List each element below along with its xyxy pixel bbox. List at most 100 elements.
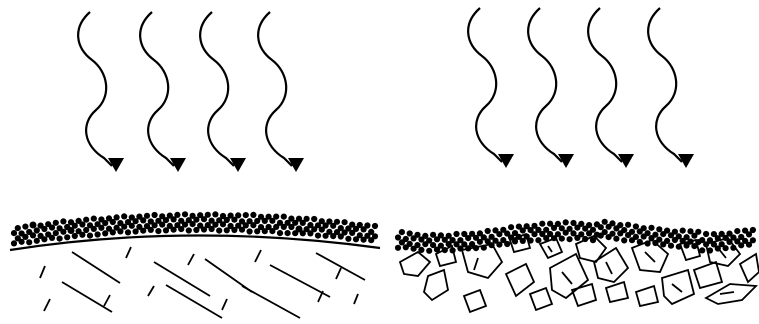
particle bbox=[699, 237, 705, 243]
particle bbox=[738, 234, 744, 240]
particle bbox=[159, 213, 165, 219]
particle bbox=[648, 225, 654, 231]
particle bbox=[26, 229, 32, 235]
particle bbox=[547, 221, 553, 227]
grain-icon bbox=[506, 264, 534, 296]
particle bbox=[228, 213, 234, 219]
particle bbox=[357, 222, 363, 228]
particle bbox=[258, 224, 264, 230]
particle bbox=[243, 212, 249, 218]
particle bbox=[617, 222, 623, 228]
particle bbox=[430, 232, 436, 238]
particle bbox=[319, 218, 325, 224]
particle bbox=[426, 248, 432, 254]
right-radiation-arrows bbox=[468, 8, 694, 168]
particle bbox=[613, 236, 619, 242]
particle bbox=[403, 236, 409, 242]
grain-icon bbox=[636, 286, 658, 306]
particle bbox=[512, 230, 518, 236]
particle bbox=[247, 218, 253, 224]
particle bbox=[492, 227, 498, 233]
particle bbox=[307, 222, 313, 228]
particle bbox=[285, 230, 291, 236]
particle bbox=[76, 218, 82, 224]
left-panel bbox=[10, 12, 380, 318]
particle bbox=[750, 237, 756, 243]
particle bbox=[68, 219, 74, 225]
particle bbox=[469, 241, 475, 247]
particle bbox=[148, 218, 154, 224]
particle bbox=[621, 227, 627, 233]
particle bbox=[570, 220, 576, 226]
grain-icon bbox=[662, 270, 694, 304]
particle bbox=[26, 239, 32, 245]
particle bbox=[508, 224, 514, 230]
grain-icon bbox=[694, 262, 722, 288]
grain-icon bbox=[540, 238, 562, 258]
particle bbox=[555, 231, 561, 237]
particle bbox=[30, 222, 37, 229]
particle bbox=[125, 229, 131, 235]
particle bbox=[152, 212, 158, 218]
particle bbox=[453, 231, 459, 237]
grain-icon bbox=[464, 290, 486, 312]
particle bbox=[182, 211, 188, 217]
particle bbox=[372, 223, 378, 229]
particle bbox=[703, 231, 709, 237]
right-panel bbox=[395, 8, 759, 312]
particle bbox=[114, 214, 120, 220]
particle bbox=[516, 224, 522, 230]
particle bbox=[38, 223, 44, 229]
particle bbox=[11, 240, 17, 246]
particle bbox=[57, 225, 63, 231]
particle bbox=[652, 232, 658, 238]
particle bbox=[212, 211, 218, 217]
particle bbox=[95, 231, 101, 237]
particle bbox=[368, 229, 374, 235]
particle bbox=[625, 222, 631, 228]
particle bbox=[578, 231, 584, 237]
particle bbox=[633, 234, 639, 240]
particle bbox=[555, 221, 561, 227]
particle bbox=[167, 213, 173, 219]
wavy-arrow-icon bbox=[78, 12, 112, 166]
particle bbox=[57, 236, 63, 242]
particle bbox=[239, 218, 245, 224]
particle bbox=[338, 225, 344, 231]
particle bbox=[117, 220, 123, 226]
particle bbox=[167, 223, 173, 229]
particle bbox=[22, 224, 28, 230]
particle bbox=[461, 231, 467, 237]
particle bbox=[645, 230, 651, 236]
grain-icon bbox=[550, 254, 588, 298]
particle bbox=[414, 232, 420, 238]
particle bbox=[500, 227, 506, 233]
particle bbox=[399, 229, 405, 235]
particle bbox=[656, 226, 662, 232]
particle bbox=[197, 212, 203, 218]
particle bbox=[186, 227, 192, 233]
particle bbox=[395, 245, 401, 251]
particle bbox=[349, 222, 355, 228]
particle bbox=[60, 218, 66, 224]
particle bbox=[258, 214, 264, 220]
grain-icon bbox=[424, 270, 448, 300]
particle bbox=[228, 223, 234, 229]
particle bbox=[11, 230, 17, 236]
particle bbox=[357, 232, 363, 238]
particle bbox=[641, 225, 647, 231]
particle bbox=[457, 237, 463, 243]
particle bbox=[711, 231, 717, 237]
wavy-arrow-icon bbox=[200, 12, 234, 166]
particle bbox=[155, 228, 161, 234]
particle bbox=[719, 241, 725, 247]
particle bbox=[446, 233, 452, 239]
particle bbox=[326, 218, 332, 224]
particle bbox=[602, 219, 608, 225]
particle bbox=[602, 229, 608, 235]
particle bbox=[438, 232, 444, 238]
particle bbox=[266, 214, 272, 220]
particle bbox=[34, 227, 40, 233]
particle bbox=[281, 214, 287, 220]
particle bbox=[273, 214, 279, 220]
